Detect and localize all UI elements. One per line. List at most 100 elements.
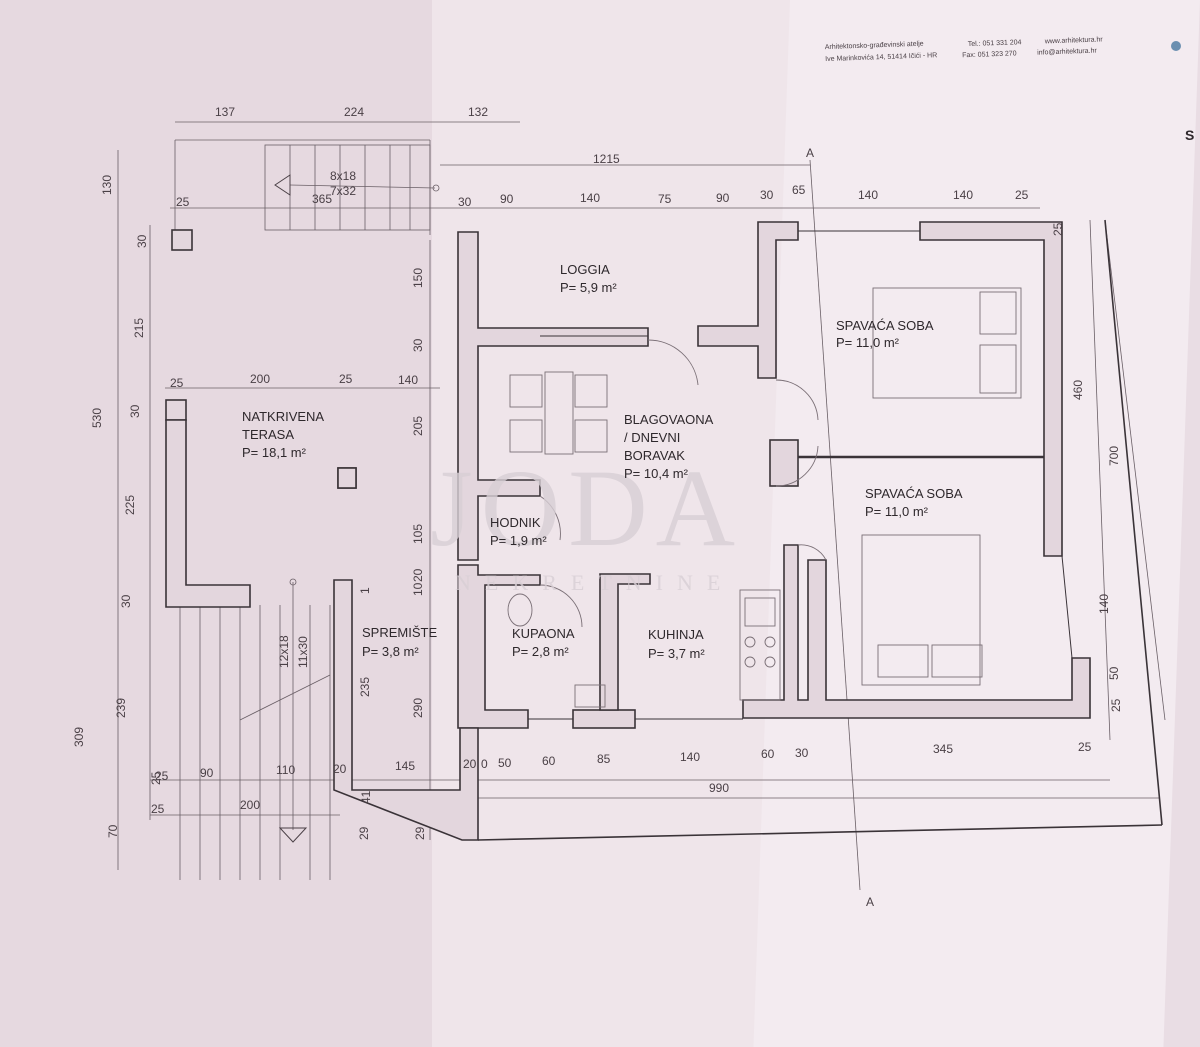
room-kitchen-name: KUHINJA	[648, 627, 704, 642]
stairs-side-label: 12x18	[277, 635, 291, 668]
header-fax: Fax: 051 323 270	[962, 50, 1017, 59]
dimension-label: 60	[761, 747, 775, 761]
room-dining-area: P= 10,4 m²	[624, 466, 689, 481]
dimension-label: 10	[411, 582, 425, 596]
room-kitchen-area: P= 3,7 m²	[648, 646, 705, 661]
furniture	[507, 287, 1022, 708]
room-labels: LOGGIA P= 5,9 m² SPAVAĆA SOBA P= 11,0 m²…	[242, 262, 963, 661]
dimension-label: 25	[149, 771, 163, 785]
room-terrace-name: NATKRIVENA	[242, 409, 324, 424]
room-bedroom-top-area: P= 11,0 m²	[836, 335, 900, 350]
dimension-label: 25	[1051, 222, 1065, 236]
section-marker-top: A	[806, 146, 814, 160]
dimension-label: 530	[90, 408, 104, 428]
room-loggia-name: LOGGIA	[560, 262, 610, 277]
door-swings	[539, 339, 827, 628]
dimension-label: 460	[1071, 380, 1085, 400]
dimension-label: 90	[716, 191, 730, 205]
dimension-label: 25	[151, 802, 165, 816]
header-tel: Tel.: 051 331 204	[968, 39, 1022, 48]
paper-sheet-left	[0, 0, 432, 1047]
dimension-label: 85	[597, 752, 611, 766]
stairs-side-label-2: 11x30	[296, 636, 310, 668]
room-storage-name: SPREMIŠTE	[362, 625, 437, 640]
architect-header: Arhitektonsko-građevinski atelje Ive Mar…	[825, 36, 1104, 63]
dimension-label: 1	[358, 587, 372, 594]
dimension-label: 224	[344, 105, 364, 119]
dimension-label: 25	[1015, 188, 1029, 202]
room-dining-name: BLAGOVAONA	[624, 412, 714, 427]
dimension-label: 1215	[593, 152, 620, 166]
stairs-side	[179, 578, 331, 880]
dimension-label: 137	[215, 105, 235, 119]
dimension-label: 30	[411, 338, 425, 352]
dimension-label: 140	[858, 188, 878, 202]
dimension-label: 50	[1107, 666, 1121, 680]
dimension-label: 25	[1109, 698, 1123, 712]
dimension-label: 140	[1097, 594, 1111, 614]
dimension-label: 25	[155, 769, 169, 783]
room-hallway-area: P= 1,9 m²	[490, 533, 547, 548]
room-terrace-area: P= 18,1 m²	[242, 445, 307, 460]
dimension-label: 132	[468, 105, 488, 119]
watermark-sub: NEKRETNINE	[455, 570, 734, 595]
dimension-label: 110	[276, 763, 295, 777]
dimension-label: 50	[498, 756, 512, 770]
room-terrace-name2: TERASA	[242, 427, 294, 442]
dimension-label: 41	[359, 790, 373, 804]
dimension-label: 200	[240, 798, 260, 812]
dimension-label: 90	[500, 192, 514, 206]
dimension-label: 105	[411, 524, 425, 544]
dimension-label: 20	[411, 568, 425, 582]
stairs-down-arrow-icon	[278, 827, 308, 843]
room-bedroom-bottom-name: SPAVAĆA SOBA	[865, 486, 963, 501]
room-bathroom-area: P= 2,8 m²	[512, 644, 569, 659]
dimension-label: 345	[933, 742, 953, 756]
edge-text: S	[1185, 127, 1194, 143]
room-bedroom-bottom-area: P= 11,0 m²	[865, 504, 929, 519]
dimension-label: 29	[413, 826, 427, 840]
dimension-label: 30	[135, 234, 149, 248]
header-address: Ive Marinkovića 14, 51414 Ičići - HR	[825, 52, 937, 63]
dimension-labels: 137 224 132 1215 25 365 30 90 140 75 90 …	[72, 105, 1123, 840]
dimension-label: 25	[170, 376, 184, 390]
dimension-label: 700	[1107, 446, 1121, 466]
dimension-label: 25	[1078, 740, 1092, 754]
room-bathroom-name: KUPAONA	[512, 626, 575, 641]
dimension-label: 309	[72, 727, 86, 747]
dimension-label: 30	[795, 746, 809, 760]
stairs-arrow-icon	[274, 174, 291, 196]
dimension-label: 90	[200, 766, 214, 780]
dimension-label: 65	[792, 183, 806, 197]
dimension-label: 60	[542, 754, 556, 768]
dimension-label: 990	[709, 781, 729, 795]
dimension-label: 140	[953, 188, 973, 202]
dimension-label: 25	[339, 372, 353, 386]
header-email: info@arhitektura.hr	[1037, 48, 1098, 57]
dimension-label: 20	[463, 757, 477, 771]
room-dining-name2: / DNEVNI	[624, 430, 680, 445]
dimension-label: 365	[312, 192, 332, 206]
dimension-label: 225	[123, 495, 137, 515]
dimension-label: 30	[119, 594, 133, 608]
stairs-top	[264, 144, 440, 231]
dimension-label: 29	[357, 826, 371, 840]
stairs-top-label: 8x18	[330, 169, 356, 183]
dimension-label: 70	[106, 824, 120, 838]
dimension-label: 0	[481, 757, 488, 771]
dimension-label: 140	[680, 750, 700, 764]
room-storage-area: P= 3,8 m²	[362, 644, 419, 659]
room-dining-name3: BORAVAK	[624, 448, 685, 463]
dimension-label: 30	[128, 404, 142, 418]
dimension-label: 75	[658, 192, 672, 206]
dimension-label: 30	[760, 188, 774, 202]
dimension-label: 130	[100, 175, 114, 195]
dimension-label: 215	[132, 318, 146, 338]
room-loggia-area: P= 5,9 m²	[560, 280, 617, 295]
section-marker-bottom: A	[866, 895, 874, 909]
dimension-label: 235	[358, 677, 372, 697]
walls	[165, 219, 1163, 841]
stair-labels: 8x18 7x32 12x18 11x30	[277, 169, 356, 668]
header-web: www.arhitektura.hr	[1044, 36, 1104, 45]
